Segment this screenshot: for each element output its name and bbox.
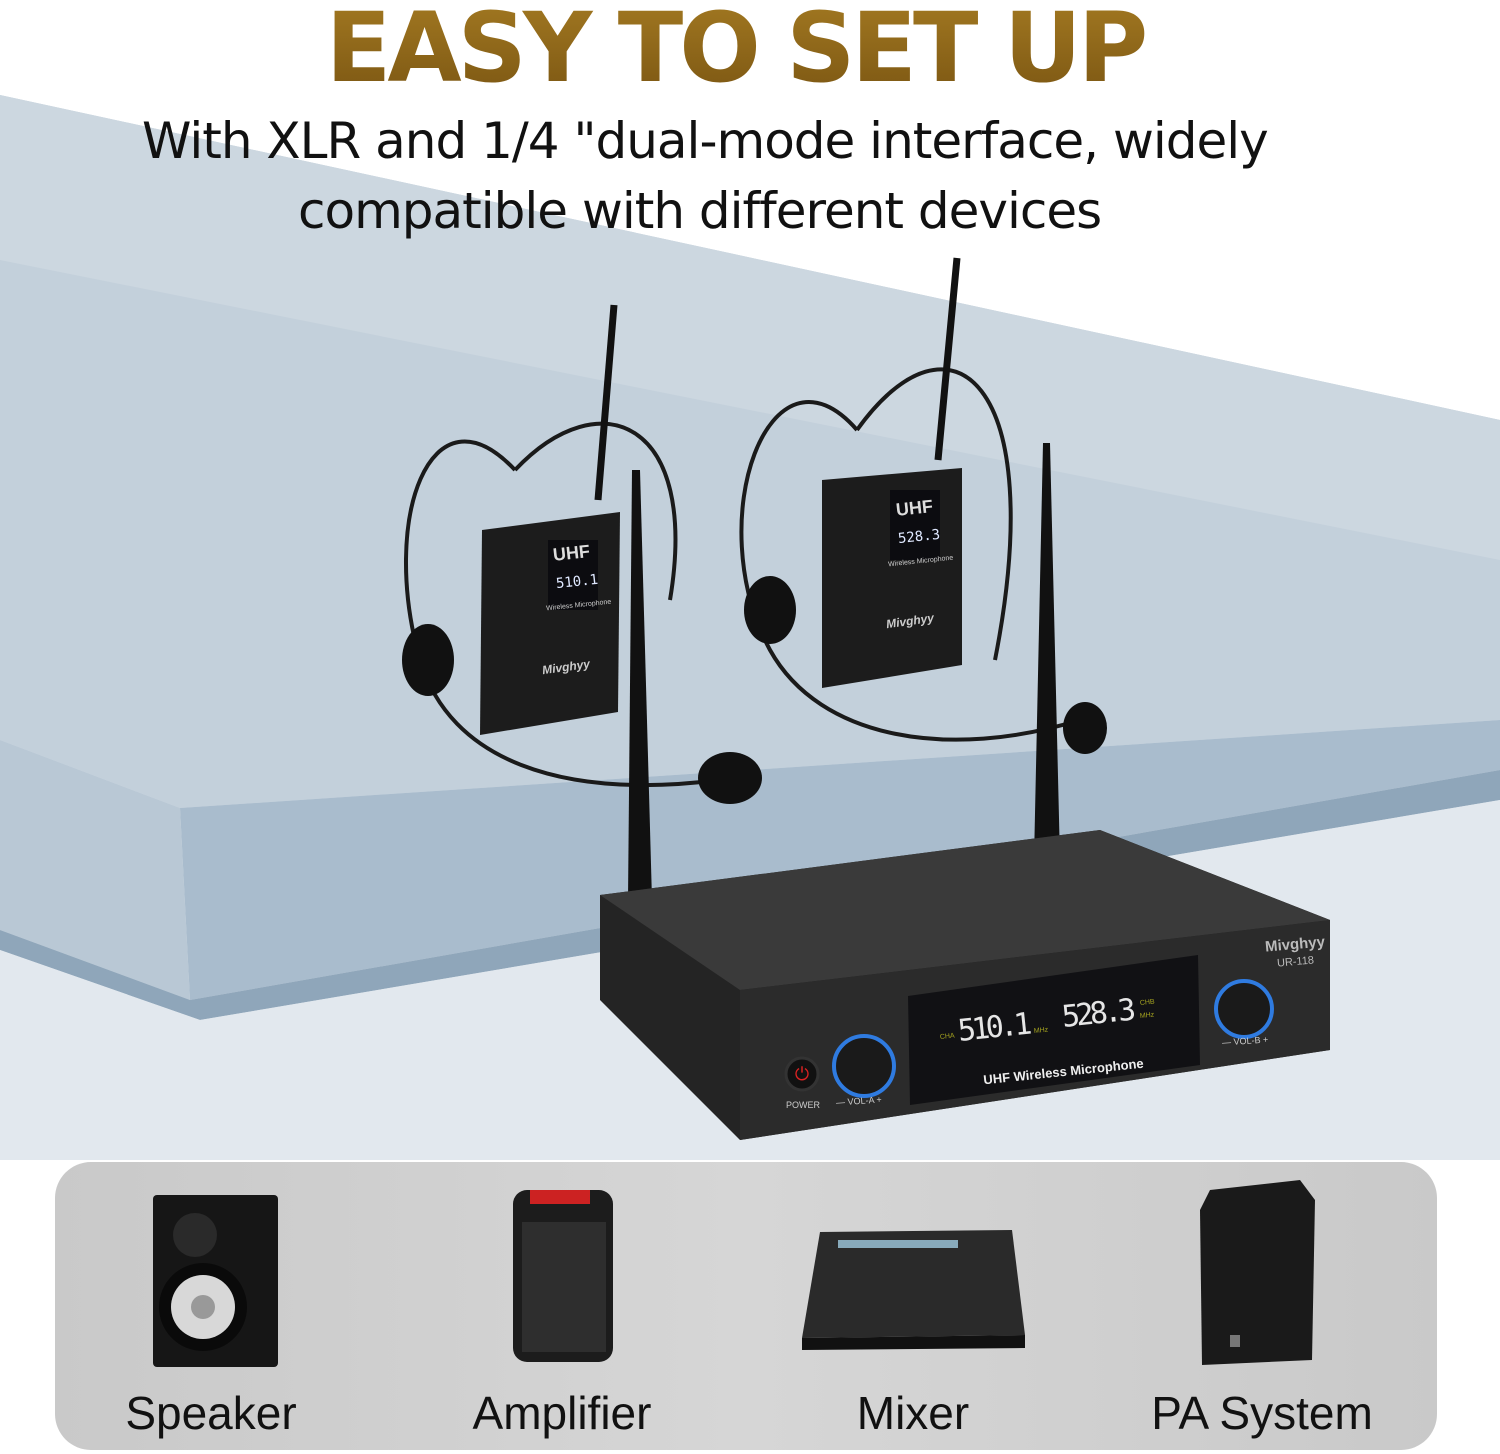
subtitle-line-1: With XLR and 1/4 "dual-mode interface, w… (142, 112, 1269, 170)
power-button[interactable] (784, 1056, 820, 1092)
device-label-speaker: Speaker (125, 1387, 297, 1439)
channel-b-tag: CHB (1139, 998, 1156, 1007)
channel-b-frequency: 528.3 (1060, 992, 1134, 1035)
device-label-pa-system: PA System (1151, 1387, 1373, 1439)
foam-windscreen-left (698, 752, 762, 804)
headline: EASY TO SET UP (0, 0, 1470, 104)
vol-a-knob[interactable] (832, 1034, 896, 1098)
receiver-display (908, 955, 1200, 1105)
headset-cable-right (739, 367, 1081, 742)
vol-b-knob[interactable] (1214, 979, 1274, 1039)
transmitter-antenna-right (934, 257, 961, 461)
receiver-antenna-right (1034, 443, 1060, 860)
channel-a-tag: CHA (939, 1032, 956, 1041)
channel-b-unit: MHz (1139, 1011, 1155, 1020)
ear-pad-left (402, 624, 454, 696)
ear-pad-right (744, 576, 796, 644)
tx-right-band: UHF (895, 496, 934, 520)
subtitle-line-2: compatible with different devices (298, 182, 1102, 240)
foam-windscreen-right (1063, 702, 1107, 754)
tx-left-band: UHF (552, 541, 591, 565)
receiver-antenna-left (628, 470, 652, 900)
transmitter-antenna-left (594, 304, 618, 501)
power-label: POWER (786, 1100, 821, 1110)
power-icon: ⏻ (795, 1064, 809, 1084)
device-label-mixer: Mixer (856, 1387, 970, 1439)
channel-a-frequency: 510.1 (956, 1006, 1030, 1049)
channel-a-unit: MHz (1033, 1026, 1049, 1035)
device-label-amplifier: Amplifier (472, 1387, 652, 1439)
